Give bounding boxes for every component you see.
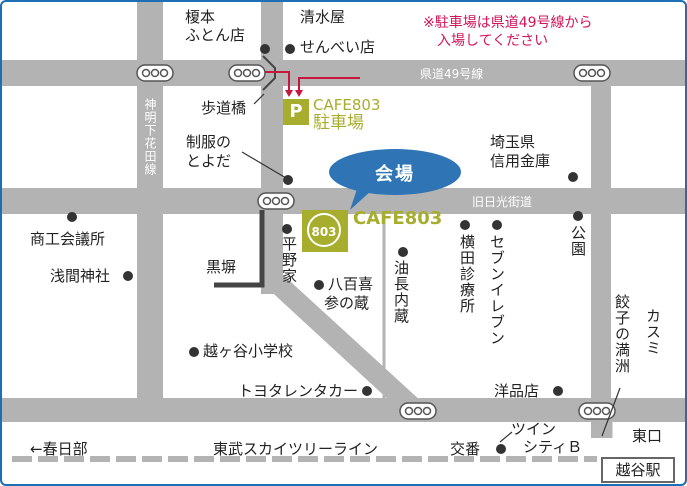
enomoto-label-2: ふとん店: [185, 26, 246, 44]
east-road: [591, 86, 611, 438]
sengen-shrine-label: 浅間神社: [50, 267, 111, 285]
uniform-shop-label-2: とよだ: [186, 152, 232, 170]
twin-city-label-2: シティＢ: [523, 438, 583, 456]
park-label: 公園: [569, 225, 587, 257]
prefectural-road-49: [2, 60, 685, 86]
toyota-label: トヨタレンタカー: [238, 382, 359, 400]
twin-city-label-1: ツイン: [511, 420, 557, 438]
uniform-shop-dot-icon: [283, 175, 293, 185]
clothing-shop-label: 洋品店: [494, 382, 540, 400]
clinic-label: 横田診療所: [458, 234, 476, 314]
notice-line-1: ※駐車場は県道49号線から: [423, 15, 593, 31]
uniform-shop-label-1: 制服の: [186, 133, 232, 151]
old-nikko-road: [2, 188, 685, 214]
shimizuya-label-1: 清水屋: [300, 8, 346, 26]
venue-bubble-text: 会場: [375, 164, 415, 185]
chamber-dot-icon: [67, 212, 77, 222]
venue-name: CAFE803: [353, 208, 443, 229]
parking-label: 駐車場: [313, 113, 364, 133]
central-road: [261, 2, 283, 294]
parking-sign-icon: P: [283, 99, 309, 125]
kasukabe-direction-label: ←春日部: [30, 440, 88, 458]
east-exit-label: 東口: [632, 427, 663, 445]
abura-dot-icon: [398, 247, 408, 257]
seven-eleven-dot-icon: [492, 220, 502, 230]
shimizuya-label-2: せんべい店: [300, 38, 376, 56]
seven-eleven-label: セブンイレブン: [488, 234, 506, 346]
south-road: [2, 398, 685, 422]
venue-marker: 803: [302, 210, 348, 252]
sengen-shrine-dot-icon: [123, 271, 133, 281]
clinic-dot-icon: [460, 220, 470, 230]
saitama-bank-dot-icon: [568, 172, 578, 182]
kasumi-label: カスミ: [644, 308, 662, 356]
school-label: 越ヶ谷小学校: [203, 342, 294, 360]
road-label-shinmeishita: 神明下花田線: [143, 98, 157, 176]
pedestrian-bridge-label: 歩道橋: [201, 99, 247, 117]
road-label-old-nikko: 旧日光街道: [472, 195, 533, 209]
road-label-prefectural-49: 県道49号線: [420, 67, 484, 81]
parking-notice: ※駐車場は県道49号線から 入場してください: [423, 14, 593, 50]
traffic-signal-icons: [136, 64, 616, 420]
yaoki-label-2: 参の蔵: [324, 294, 370, 312]
clothing-shop-dot-icon: [553, 386, 563, 396]
park-dot-icon: [573, 211, 583, 221]
venue-bubble: 会場: [328, 148, 462, 210]
saitama-bank-label-2: 信用金庫: [490, 152, 551, 170]
black-wall: [214, 210, 265, 288]
saitama-bank-label-1: 埼玉県: [490, 133, 536, 151]
koban-dot-icon: [496, 444, 506, 454]
shimizuya-dot-icon: [285, 44, 295, 54]
parking-entry-arrow: [265, 71, 290, 92]
chamber-label: 商工会議所: [30, 230, 106, 248]
toyota-dot-icon: [362, 386, 372, 396]
railway-label: 東武スカイツリーライン: [213, 440, 379, 458]
cafe-logo-icon: 803: [307, 213, 341, 247]
hirano-dot-icon: [282, 224, 292, 234]
enomoto-dot-icon: [260, 44, 270, 54]
koban-label: 交番: [450, 440, 481, 458]
gyoza-label: 餃子の満洲: [613, 294, 631, 374]
hirano-label: 平野家: [280, 236, 298, 284]
black-wall-label: 黒塀: [206, 258, 237, 276]
school-dot-icon: [189, 347, 199, 357]
leader-lines: [241, 93, 621, 443]
enomoto-label-1: 榎本: [185, 8, 216, 26]
yaoki-dot-icon: [314, 280, 324, 290]
koshigaya-station-box: 越谷駅: [601, 457, 675, 483]
yaoki-label-1: 八百喜: [328, 275, 374, 293]
abura-label: 油長内蔵: [392, 260, 410, 324]
notice-line-2: 入場してください: [437, 33, 549, 49]
parking-cafe-name: CAFE803: [313, 96, 381, 114]
